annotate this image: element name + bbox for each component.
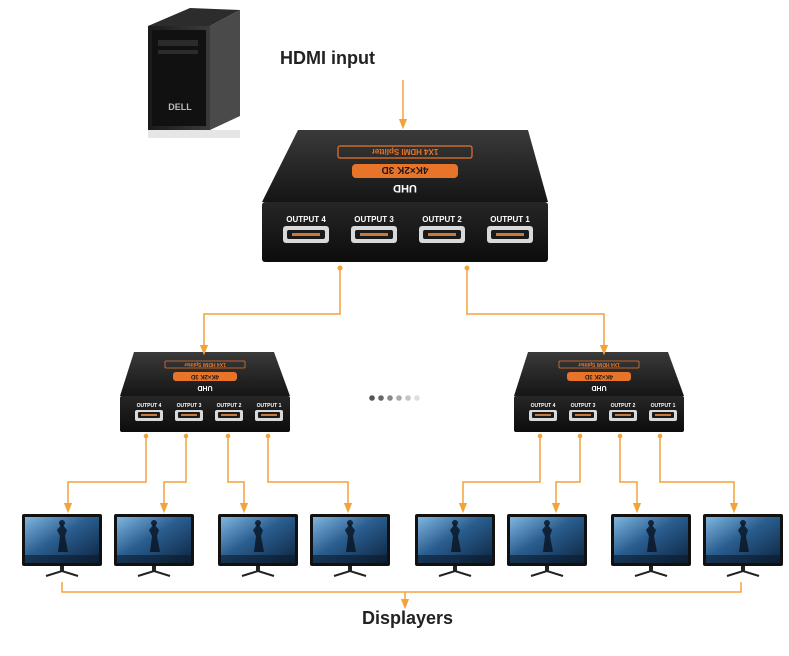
sub-port-label: OUTPUT 3 [177,403,202,409]
main-port-2: OUTPUT 2 [419,215,465,243]
sub-splitter-model: 1X4 HDMI Splitter [578,361,620,367]
sub-port-label: OUTPUT 2 [611,403,636,409]
displayers-bracket [61,582,742,610]
monitor [22,514,102,577]
sub-splitter-badge: 4K×2K 3D [584,373,613,379]
main-port-label: OUTPUT 3 [354,215,394,224]
hdmi-input-label: HDMI input [280,48,375,68]
main-port-1: OUTPUT 1 [487,215,533,243]
sub-splitter-brand: UHD [197,384,212,391]
splitter-brand: UHD [393,182,417,194]
ellipsis-dot [405,395,411,401]
main-port-3: OUTPUT 3 [351,215,397,243]
sub-splitter-right: 1X4 HDMI Splitter 4K×2K 3D UHD OUTPUT 4 OUTP… [514,352,684,432]
monitor [611,514,691,577]
sub-port-label: OUTPUT 3 [571,403,596,409]
computer-brand: DELL [168,102,192,112]
main-port-4: OUTPUT 4 [283,215,329,243]
ellipsis-dots [369,395,420,401]
displayers-label: Displayers [362,608,454,628]
main-port-label: OUTPUT 2 [422,215,462,224]
ellipsis-dot [414,395,420,401]
sub-port-label: OUTPUT 4 [137,403,162,409]
ellipsis-dot [369,395,375,401]
ellipsis-dot [387,395,393,401]
main-splitter: 1X4 HDMI Splitter 4K×2K 3D UHD OUTPUT 4 O… [262,130,548,262]
sub-port-label: OUTPUT 2 [217,403,242,409]
monitor [415,514,495,577]
monitor-row [22,514,783,577]
sub-port-label: OUTPUT 4 [531,403,556,409]
main-port-label: OUTPUT 1 [490,215,530,224]
ellipsis-dot [396,395,402,401]
monitor [218,514,298,577]
splitter-model-label: 1X4 HDMI Splitter [372,147,439,156]
sub-port-label: OUTPUT 1 [257,403,282,409]
sub-splitter-brand: UHD [591,384,606,391]
ellipsis-dot [378,395,384,401]
monitor [507,514,587,577]
monitor [703,514,783,577]
sub-port-label: OUTPUT 1 [651,403,676,409]
sub-splitter-model: 1X4 HDMI Splitter [184,361,226,367]
monitor [310,514,390,577]
sub-splitter-left: 1X4 HDMI Splitter 4K×2K 3D UHD OUTPUT 4 OUTP… [120,352,290,432]
computer-tower: DELL [148,8,240,138]
connector-lines [63,80,739,514]
splitter-badge: 4K×2K 3D [382,164,429,175]
sub-splitter-badge: 4K×2K 3D [190,373,219,379]
monitor [114,514,194,577]
main-port-label: OUTPUT 4 [286,215,326,224]
